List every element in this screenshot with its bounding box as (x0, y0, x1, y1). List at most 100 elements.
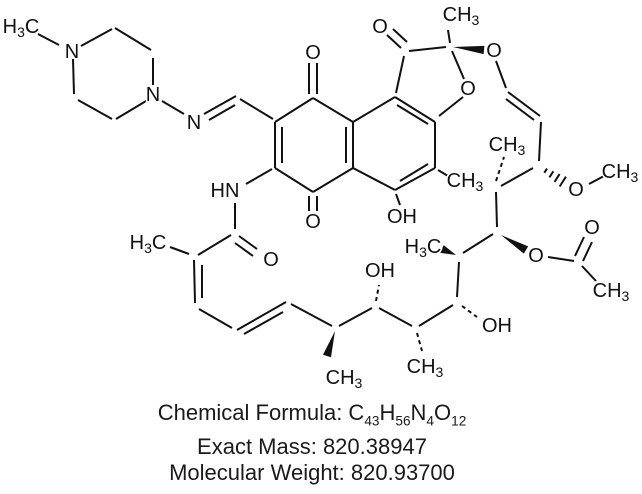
atom-label: CH3 (447, 170, 484, 194)
atom-label: O (305, 211, 321, 233)
bond (274, 97, 314, 123)
bond (418, 304, 454, 327)
bond (338, 307, 373, 327)
bond (312, 167, 354, 193)
atom-label: O (372, 16, 388, 38)
hash-bond-tick (548, 170, 555, 178)
bond (495, 60, 507, 89)
bond (352, 167, 396, 191)
bond (243, 311, 284, 335)
hash-bond-tick (543, 168, 548, 174)
bond (274, 167, 314, 193)
bond (352, 96, 396, 123)
wedge-bond (440, 245, 456, 255)
atom-label: CH3 (602, 161, 639, 185)
atom-labels: H3CNNNOOHNOH3COCH3OOOHCH3CH3OCH3OOCH3OHH… (1, 3, 640, 393)
bond (80, 28, 113, 47)
bond (193, 259, 196, 304)
atom-label: H3C (3, 16, 40, 40)
bond (236, 301, 287, 331)
bond (408, 46, 447, 52)
bond (447, 29, 451, 44)
caption: Chemical Formula: C43H56N4O12 Exact Mass… (0, 400, 633, 486)
bond (392, 28, 408, 43)
atom-label: N (65, 41, 79, 63)
bond (461, 305, 478, 318)
bond (77, 99, 113, 120)
bond (37, 33, 60, 46)
bond (312, 97, 354, 123)
bond (588, 175, 605, 185)
wedge-bond (501, 235, 529, 254)
hash-bond-tick (553, 173, 561, 183)
bond (395, 55, 405, 94)
molecular-weight-text: Molecular Weight: 820.93700 (169, 460, 455, 486)
atom-label: O (305, 42, 321, 64)
atom-label: O (568, 179, 584, 201)
atom-label: CH3 (407, 356, 444, 380)
bond (161, 100, 185, 115)
bond (396, 104, 429, 125)
bond (581, 265, 597, 282)
atom-label: HN (211, 180, 240, 202)
atom-label: O (460, 78, 476, 100)
atom-label: H3C (130, 232, 167, 256)
atom-label: OH (482, 315, 512, 337)
bond (72, 58, 75, 95)
bond (451, 50, 465, 80)
atom-label: CH3 (489, 134, 526, 158)
atom-label: N (146, 84, 160, 106)
bond (208, 104, 236, 121)
bond (197, 234, 232, 256)
bond (538, 121, 542, 162)
bond (203, 95, 237, 115)
bond (245, 168, 273, 185)
bond (234, 242, 254, 257)
bond (438, 96, 464, 117)
bond (456, 261, 460, 298)
hash-bond-tick (558, 176, 567, 188)
atom-label: CH3 (593, 280, 630, 304)
exact-mass-text: Exact Mass: 820.38947 (197, 434, 427, 460)
bond (505, 98, 535, 121)
bond (395, 193, 401, 206)
bond (198, 308, 233, 329)
bond (378, 307, 413, 327)
bond (416, 332, 423, 352)
atom-label: H3C (405, 236, 442, 260)
bond (394, 167, 436, 191)
wedge-bond (453, 45, 485, 55)
atom-label: O (263, 249, 279, 271)
bond (114, 27, 152, 51)
atom-label: OH (365, 260, 395, 282)
bond (386, 34, 402, 49)
bond-lines (37, 27, 605, 358)
atom-label: OH (387, 206, 417, 228)
atom-label: O (584, 217, 600, 239)
bond (574, 236, 585, 257)
chemical-formula-text: Chemical Formula: C43H56N4O12 (157, 400, 467, 429)
bond (462, 233, 494, 254)
bond (169, 246, 190, 255)
bond (239, 98, 274, 120)
wedge-bond (322, 331, 335, 358)
bond (495, 191, 498, 228)
bond (290, 303, 333, 327)
bond (500, 167, 534, 187)
atom-label: O (486, 40, 502, 62)
bond (495, 156, 505, 182)
bond (399, 163, 429, 182)
atom-label: O (528, 245, 544, 267)
bond (238, 235, 258, 250)
atom-label: CH3 (326, 367, 363, 391)
bond (375, 284, 380, 302)
atom-label: N (187, 112, 201, 134)
bond (507, 91, 541, 117)
bond (547, 256, 575, 262)
bond (394, 96, 436, 123)
bond (437, 169, 449, 177)
atom-label: CH3 (443, 4, 480, 28)
bond (115, 100, 147, 120)
